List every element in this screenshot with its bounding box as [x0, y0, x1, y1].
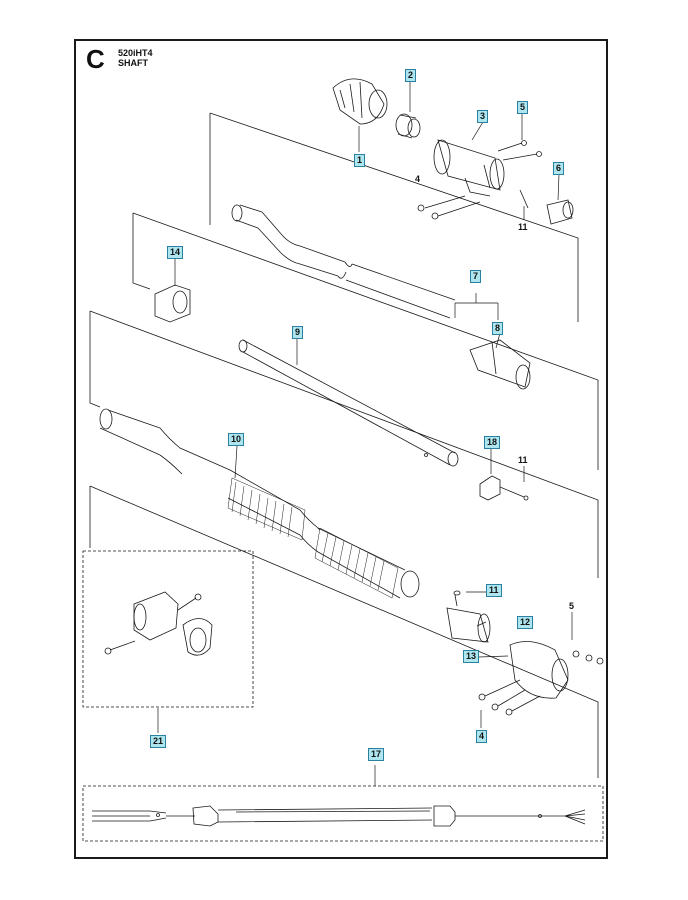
lower-shaft-band: [89, 310, 599, 578]
upper-shaft-band: [209, 112, 579, 322]
part-1-nut: [332, 78, 388, 125]
callout-21: 21: [150, 735, 167, 748]
diagram-frame: [74, 39, 608, 859]
part-2-bushing: [395, 113, 421, 139]
callout-4-top: 4: [415, 174, 421, 184]
part-8-coupling: [469, 339, 531, 390]
inner-drive-shaft: [238, 339, 459, 467]
callout-4-low: 4: [476, 730, 488, 743]
part-12-coupling: [446, 590, 491, 643]
callout-3: 3: [477, 110, 489, 123]
inner-shaft-band: [132, 212, 599, 470]
part-14-sleeve: [154, 284, 191, 323]
callout-5-low: 5: [569, 601, 575, 611]
callout-17: 17: [368, 748, 385, 761]
callout-18: 18: [484, 436, 501, 449]
callout-9: 9: [292, 326, 304, 339]
callout-10: 10: [228, 433, 245, 446]
callout-11-low: 11: [486, 584, 502, 597]
screws-top: [417, 140, 542, 220]
callout-13: 13: [463, 650, 480, 663]
callout-1: 1: [354, 154, 366, 167]
leader-lines: [157, 81, 573, 786]
section-name: SHAFT: [118, 58, 148, 68]
callout-8: 8: [492, 322, 504, 335]
lower-coupling-band: [89, 485, 599, 778]
kit-21-parts: [104, 591, 213, 656]
kit-21-box: [82, 550, 254, 708]
part-18-clamp: [479, 475, 529, 501]
model-name: 520iHT4: [118, 48, 153, 58]
part-6-clamp: [546, 199, 574, 225]
kit-17-box: [82, 785, 604, 842]
part-3-housing: [433, 139, 505, 197]
callout-5-top: 5: [517, 101, 529, 114]
callout-11-top: 11: [518, 222, 528, 232]
wire-harness: [92, 805, 586, 827]
upper-shaft-tube: [231, 204, 456, 319]
section-letter: C: [86, 44, 105, 74]
callout-11-mid: 11: [518, 455, 528, 465]
callout-12: 12: [517, 616, 534, 629]
shaft-grip: [227, 477, 399, 599]
part-13-housing: [478, 641, 604, 716]
lower-shaft-tube: [99, 408, 420, 599]
callout-6: 6: [553, 162, 565, 175]
callout-7: 7: [470, 270, 482, 283]
callout-2: 2: [405, 69, 417, 82]
callout-14: 14: [167, 246, 184, 259]
